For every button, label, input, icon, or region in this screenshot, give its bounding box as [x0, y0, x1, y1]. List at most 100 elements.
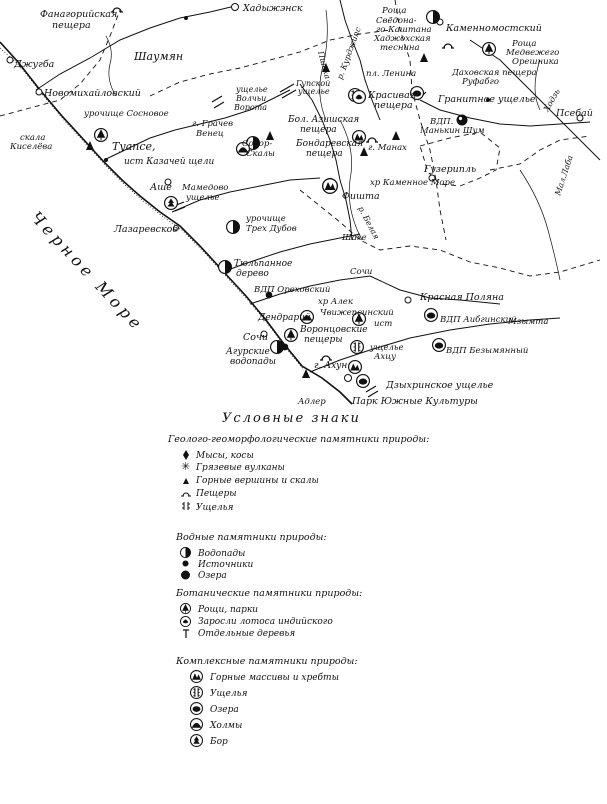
label-bol-azish: Бол. Азишская [287, 115, 359, 125]
label-park: Парк Южные Культуры [351, 396, 478, 407]
mountain-peak-icon [392, 131, 400, 140]
complex-gorge-icon [350, 340, 364, 354]
cave-markers [111, 7, 454, 361]
label-kamennomostsky: Каменномостский [445, 23, 542, 34]
complex-lake-icon [356, 374, 370, 388]
label-dzykhrinskoe: Дзыхринское ущелье [385, 380, 494, 391]
label-agurskie: Агурские [225, 347, 270, 357]
legend-bot-heading: Ботанические памятники природы: [175, 588, 362, 599]
cape-icon [183, 450, 189, 460]
hill-icon [190, 718, 203, 731]
label-mzymta: Мзымта [507, 317, 548, 327]
river [105, 35, 117, 97]
river [519, 169, 561, 281]
label-go-kaitana: го Каштана [376, 25, 432, 35]
label-venets: Венец [195, 129, 224, 139]
label-novomikhailovsky: Новомихайловский [43, 88, 141, 99]
village-markers [104, 16, 490, 162]
label-volchyi: Волчьи [235, 94, 266, 103]
label-shakhe: Шахе [341, 233, 367, 243]
gorge-markers [173, 83, 427, 398]
waterfall-icon [218, 260, 232, 274]
road [469, 39, 601, 161]
cave-icon [442, 43, 454, 49]
gorge-icon [365, 385, 379, 398]
sea-shading [0, 140, 270, 382]
label-vodopady: водопады [230, 357, 276, 367]
label-ist-kaz: ист Казачей щели [124, 157, 214, 167]
label-rufabgo: Руфабго [461, 76, 499, 87]
massif-icon [190, 670, 203, 683]
label-roshcha-tis: Роща [381, 6, 406, 16]
label-kh-kamennoe: хр Каменное Море [370, 178, 455, 188]
massif-icon [322, 178, 338, 194]
label-krasivaya: Красивая [367, 90, 416, 101]
road [299, 83, 353, 241]
label-oreshnika: Орешника [512, 57, 559, 67]
label-sobor: Собор- [242, 138, 272, 149]
legend-bot-list: Рощи, парки Заросли лотоса индийского От… [180, 603, 333, 639]
label-tyulpannoe: Тюльпанное [234, 259, 292, 269]
label-mamedovo: Мамедово [181, 183, 228, 193]
legend-item: Водопады [197, 549, 245, 559]
label-vorota: Ворота [233, 103, 267, 112]
spring-icon [182, 560, 189, 567]
label-peshchera-az: пещера [300, 125, 337, 135]
label-kh-alek: хр Алек [318, 297, 354, 307]
lotus-icon [352, 90, 366, 104]
settlement-markers [6, 3, 584, 382]
boundary [299, 189, 601, 277]
legend-geo-list: Мысы, косы ✳ Грязевые вулканы Горные вер… [181, 450, 319, 513]
label-guzeripl: Гузерипль [423, 164, 476, 175]
cave-icon [181, 492, 191, 497]
label-sochi-r: Сочи [350, 267, 372, 277]
road [103, 89, 291, 161]
legend-item: Горные вершины и скалы [195, 476, 319, 486]
cave-icon [366, 137, 378, 143]
road [339, 0, 381, 121]
label-sv-tis: Свёдона- [376, 16, 417, 26]
river [534, 59, 541, 111]
legend-geo-heading: Геолого-геоморфологические памятники при… [167, 434, 429, 445]
label-dakhovskaya: Даховская пещера [451, 68, 537, 78]
label-vdp-bezym: ВДП Безымянный [445, 346, 528, 356]
label-malaya-laba: Мал.Лаба [553, 154, 575, 198]
pine-forest-icon [164, 196, 178, 210]
waterfall-icon [226, 220, 240, 234]
label-ushchelye-sosn: урочище Сосновое [83, 109, 169, 119]
river [319, 9, 328, 121]
label-lenina: пл. Ленина [366, 69, 416, 79]
mud-volcano-icon: ✳ [181, 460, 190, 473]
legend-complex-heading: Комплексные памятники природы: [175, 656, 358, 667]
road [419, 99, 591, 127]
coastline [0, 41, 353, 405]
legend-item: Пещеры [195, 489, 237, 499]
label-psebay: Псебай [555, 108, 593, 119]
tree-icon [183, 629, 189, 638]
label-ushchelye-kh: ущелье [297, 87, 330, 96]
label-sochi: Сочи [243, 332, 268, 343]
mountain-peak-icon [322, 63, 330, 72]
gorge-icon [211, 95, 225, 109]
label-derevo: дерево [236, 269, 269, 279]
label-peshchera: пещера [52, 20, 91, 31]
gorge-icon [279, 83, 297, 99]
map-region: Фанагорийская пещера Хадыжэнск Джугба Ша… [0, 0, 601, 407]
mountain-peak-icon [86, 141, 94, 150]
waterfall-icon [180, 547, 191, 558]
legend-item: Заросли лотоса индийского [198, 617, 333, 627]
label-kurdzhips: р. Курджипс [335, 25, 362, 80]
cave-icon [111, 7, 123, 13]
road [171, 177, 321, 213]
legend-complex-list: Горные массивы и хребты Ущелья Озера Хол… [190, 670, 339, 747]
legend-item: Источники [197, 560, 254, 570]
label-tryokh-dubov: Трех Дубов [246, 223, 297, 234]
label-skala: скала [20, 133, 45, 143]
map-labels: Фанагорийская пещера Хадыжэнск Джугба Ша… [9, 3, 593, 407]
road [309, 317, 561, 373]
complex-lake-icon [190, 702, 203, 715]
complex-lake-icon [424, 308, 438, 322]
label-adler: Адлер [297, 397, 326, 407]
label-medvezhego: Медвежего [505, 48, 559, 58]
label-ushchelye-v: ущелье [235, 85, 268, 94]
